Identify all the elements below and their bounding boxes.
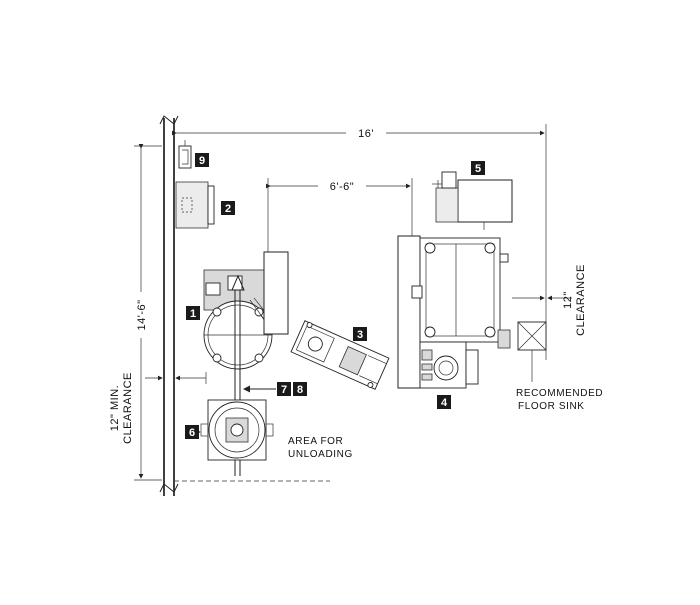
svg-text:6: 6: [189, 427, 195, 439]
svg-text:7: 7: [281, 384, 287, 396]
item-4-large-unit: [397, 235, 511, 389]
svg-text:9: 9: [199, 155, 205, 167]
svg-text:5: 5: [475, 163, 481, 175]
clearance-left: 12" MIN. CLEARANCE: [109, 372, 207, 444]
svg-text:2: 2: [225, 203, 231, 215]
svg-text:8: 8: [297, 384, 303, 396]
clearance-right-line1: 12": [562, 291, 574, 309]
dimension-14ft6: 14'-6": [134, 143, 162, 481]
dim-spacing-label: 6'-6": [330, 181, 354, 193]
back-wall: [159, 115, 330, 496]
callout-4: 4: [437, 395, 451, 409]
callout-5: 5: [471, 161, 485, 175]
callout-7: 7: [277, 382, 291, 396]
floor-sink-note-line1: RECOMMENDED: [516, 388, 603, 399]
clearance-left-line2: CLEARANCE: [122, 372, 134, 444]
callout-2: 2: [221, 201, 235, 215]
dimension-6ft6: 6'-6": [265, 178, 413, 252]
clearance-right: 12" CLEARANCE: [512, 264, 587, 336]
svg-text:3: 3: [357, 329, 363, 341]
unloading-note-line1: AREA FOR: [288, 436, 343, 447]
clearance-left-line1: 12" MIN.: [109, 385, 121, 431]
item-6-bottom-unit: [200, 399, 274, 461]
item-5-finned-unit: [432, 171, 513, 230]
clearance-right-line2: CLEARANCE: [575, 264, 587, 336]
item-1-kettle: [203, 269, 273, 370]
dim-width-label: 16': [358, 128, 374, 140]
dim-depth-label: 14'-6": [136, 299, 148, 330]
unloading-note-line2: UNLOADING: [288, 449, 353, 460]
callout-1: 1: [186, 306, 200, 320]
item-1-side-panel: [263, 251, 289, 335]
floor-sink: [517, 321, 547, 382]
item-2-cabinet: [175, 181, 215, 229]
svg-text:4: 4: [441, 397, 448, 409]
floor-sink-note-line2: FLOOR SINK: [518, 401, 585, 412]
dimension-16ft: 16': [171, 124, 547, 360]
item-9-wall-box: [178, 140, 192, 169]
callout-9: 9: [195, 153, 209, 167]
callout-6: 6: [185, 425, 199, 439]
callout-8: 8: [293, 382, 307, 396]
item-3-angled-unit: [290, 320, 390, 390]
svg-text:1: 1: [190, 308, 196, 320]
callout-3: 3: [353, 327, 367, 341]
